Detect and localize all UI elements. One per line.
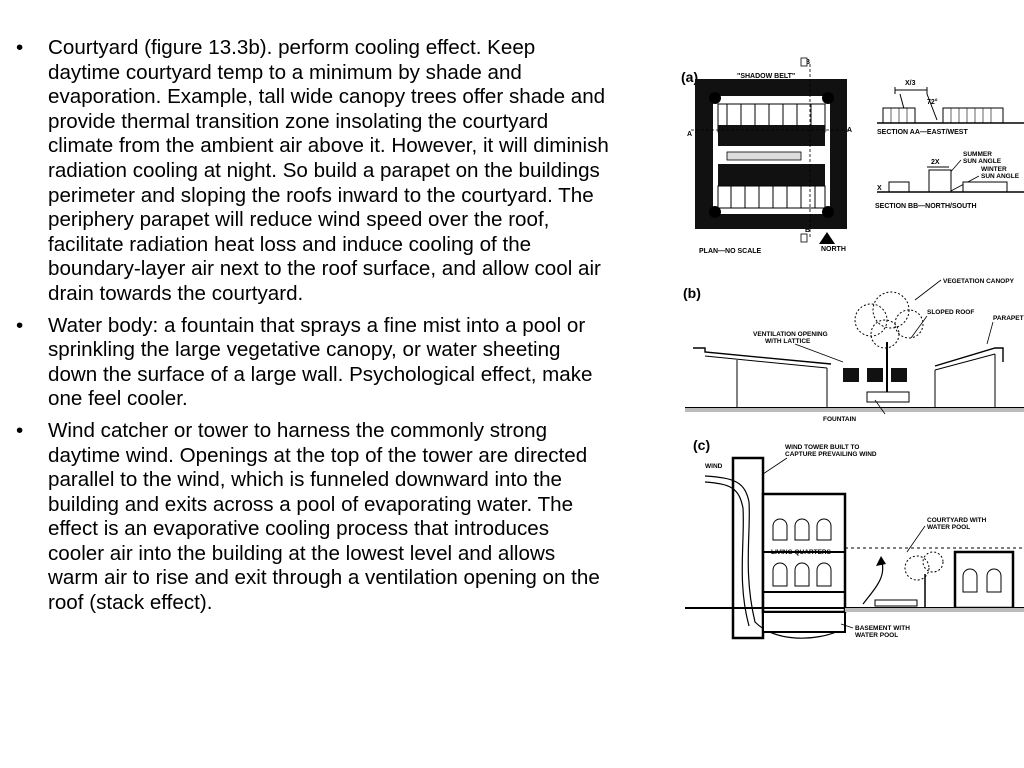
courtyard-drawing	[685, 547, 1024, 612]
panel-b-label: (b)	[683, 285, 701, 301]
section-aa-label: SECTION AA—EAST/WEST	[877, 129, 968, 136]
wind-tower-label-line1: WIND TOWER BUILT TO	[785, 444, 859, 451]
bullet-text: Wind catcher or tower to harness the com…	[48, 418, 600, 615]
summer-label: SUMMER	[963, 151, 992, 158]
section-b-marker-top: B	[805, 59, 810, 66]
panel-a-label: (a)	[681, 69, 698, 85]
basement-pool-label-line1: BASEMENT WITH	[855, 625, 910, 632]
vegetation-canopy-label: VEGETATION CANOPY	[943, 278, 1015, 285]
summer-sun-angle-label: SUN ANGLE	[963, 158, 1002, 165]
bullet-text: Courtyard (figure 13.3b). perform coolin…	[48, 36, 609, 305]
basement-pool-label-line2: WATER POOL	[855, 632, 898, 639]
panel-b: (b) VEGETATION CANOPY SLOPED ROOF PARAPE…	[683, 278, 1024, 423]
winter-label: WINTER	[981, 166, 1007, 173]
figure-svg: (a) "SHADOW BELT" A A B B	[681, 57, 1024, 640]
vegetation-canopy-drawing	[854, 291, 924, 392]
ventilation-label-line1: VENTILATION OPENING	[753, 331, 828, 338]
section-b-marker-bottom: B	[805, 227, 810, 234]
section-bb-drawing: 2X SUMMER SUN ANGLE WINTER SUN ANGLE X S…	[875, 151, 1024, 210]
x-label: X	[877, 185, 882, 192]
section-a-marker-right: A	[847, 127, 852, 134]
courtyard-plan	[691, 57, 851, 243]
section-aa-drawing: X/3 72° SECTION AA—EAST/WEST	[877, 80, 1024, 136]
bullet-mark: •	[16, 418, 24, 442]
figure-13-3: (a) "SHADOW BELT" A A B B	[645, 52, 1024, 680]
wind-tower-label-line2: CAPTURE PREVAILING WIND	[785, 451, 877, 458]
bullet-list: • Courtyard (figure 13.3b). perform cool…	[10, 36, 610, 623]
courtyard-pool-label-line1: COURTYARD WITH	[927, 517, 987, 524]
panel-c-label: (c)	[693, 437, 710, 453]
winter-sun-angle-label: SUN ANGLE	[981, 173, 1020, 180]
courtyard-section-drawing	[685, 347, 1024, 412]
living-quarters-label: LIVING QUARTERS	[771, 549, 832, 556]
panel-c: (c) WIND WIND TOWER BUILT TO CAPTURE PRE…	[685, 437, 1024, 640]
bullet-wind-catcher: • Wind catcher or tower to harness the c…	[10, 419, 610, 616]
shadow-belt-label: "SHADOW BELT"	[737, 73, 795, 80]
north-label: NORTH	[821, 246, 846, 253]
sloped-roof-label: SLOPED ROOF	[927, 309, 974, 316]
section-a-marker-left: A	[687, 131, 692, 138]
plan-label: PLAN—NO SCALE	[699, 248, 762, 255]
courtyard-pool-label-line2: WATER POOL	[927, 524, 970, 531]
x-third-label: X/3	[905, 80, 916, 87]
fountain-label: FOUNTAIN	[823, 416, 856, 423]
ventilation-label-line2: WITH LATTICE	[765, 338, 811, 345]
bullet-courtyard: • Courtyard (figure 13.3b). perform cool…	[10, 36, 610, 307]
two-x-label: 2X	[931, 159, 940, 166]
bullet-text: Water body: a fountain that sprays a fin…	[48, 313, 593, 411]
bullet-mark: •	[16, 36, 24, 59]
section-bb-label: SECTION BB—NORTH/SOUTH	[875, 203, 977, 210]
bullet-water-body: • Water body: a fountain that sprays a f…	[10, 314, 610, 412]
bullet-mark: •	[16, 313, 24, 337]
angle-label: 72°	[927, 98, 938, 106]
wind-label: WIND	[705, 463, 723, 470]
panel-a: (a) "SHADOW BELT" A A B B	[681, 57, 1024, 255]
parapet-label: PARAPET	[993, 315, 1024, 322]
north-arrow-icon	[819, 232, 835, 244]
